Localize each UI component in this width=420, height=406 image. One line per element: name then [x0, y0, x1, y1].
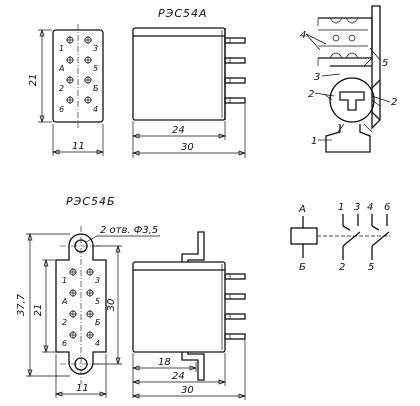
- relay-a-side-view: [132, 27, 226, 121]
- relay-a-pin-2: 2: [59, 84, 64, 93]
- hole-note: 2 отв. Ф3,5: [100, 225, 158, 236]
- schematic-contact-2: 2: [339, 262, 345, 273]
- schematic-contact-6: 6: [384, 202, 390, 213]
- relay-b-pin-markers: [69, 268, 94, 339]
- relay-b-pin-4: 4: [95, 339, 100, 348]
- relay-a-dim-body: 24: [172, 125, 185, 136]
- schematic-contact-3: 3: [354, 202, 360, 213]
- schematic-contact-1: 1: [338, 202, 344, 213]
- relay-a-dim-width: 11: [72, 141, 85, 152]
- relay-a-pins: [224, 37, 246, 104]
- relay-parts-view: 4 5 3 2 2 1: [300, 5, 397, 153]
- relay-b-pin-6: 6: [62, 339, 67, 348]
- relay-b-dim-body: 24: [172, 371, 185, 382]
- relay-a-pin-3: 3: [93, 44, 98, 53]
- relay-b-title: РЭС54Б: [66, 195, 116, 208]
- callout-4: 4: [300, 30, 306, 41]
- relay-schematic: А Б 1 3 2 4 6 5: [290, 202, 390, 273]
- relay-b-pin-b: Б: [95, 318, 101, 327]
- relay-b-dim-height: 21: [33, 304, 44, 317]
- relay-a-title: РЭС54А: [158, 7, 208, 20]
- relay-b-dim-outer: 37,7: [16, 293, 27, 316]
- relay-a-dim-total: 30: [181, 142, 194, 153]
- relay-b-dim-18: 18: [158, 357, 171, 368]
- callout-1: 1: [311, 136, 317, 147]
- relay-b-pin-1: 1: [62, 276, 67, 285]
- schematic-coil: [290, 227, 318, 245]
- relay-b-pin-3: 3: [95, 276, 100, 285]
- relay-a-pin-5: 5: [93, 64, 98, 73]
- relay-a-pin-4: 4: [93, 105, 98, 114]
- relay-b-dim-mount: 30: [106, 299, 117, 312]
- callout-5: 5: [382, 58, 388, 69]
- relay-b-pin-2: 2: [62, 318, 67, 327]
- relay-b-pin-5: 5: [95, 297, 100, 306]
- relay-b-pins: [224, 273, 246, 340]
- relay-b-side-view: [132, 261, 226, 353]
- schematic-contact-5: 5: [368, 262, 374, 273]
- relay-a-group: РЭС54А 1 3 А 5 2 Б 6 4 21: [28, 7, 247, 158]
- relay-a-pin-6: 6: [59, 105, 64, 114]
- relay-a-pin-b: Б: [93, 84, 99, 93]
- relay-a-pin-1: 1: [59, 44, 64, 53]
- relay-a-pin-markers: [66, 36, 92, 104]
- schematic-coil-a: А: [298, 204, 306, 215]
- relay-b-dim-total: 30: [181, 385, 194, 396]
- relay-b-dim-width: 11: [76, 383, 89, 394]
- relay-a-dim-height: 21: [28, 74, 39, 87]
- relay-b-front-view: [55, 233, 107, 375]
- relay-a-pin-a: А: [58, 64, 64, 73]
- schematic-contact-4: 4: [367, 202, 373, 213]
- callout-2-right: 2: [391, 97, 397, 108]
- callout-2-left: 2: [308, 89, 314, 100]
- coil-circle: [329, 77, 375, 123]
- schematic-coil-b: Б: [299, 262, 306, 273]
- callout-3: 3: [314, 72, 320, 83]
- relay-b-pin-a: А: [61, 297, 67, 306]
- relay-b-group: РЭС54Б 1 3 А 5 2 Б 6 4 2 отв. Ф3,5: [16, 195, 247, 400]
